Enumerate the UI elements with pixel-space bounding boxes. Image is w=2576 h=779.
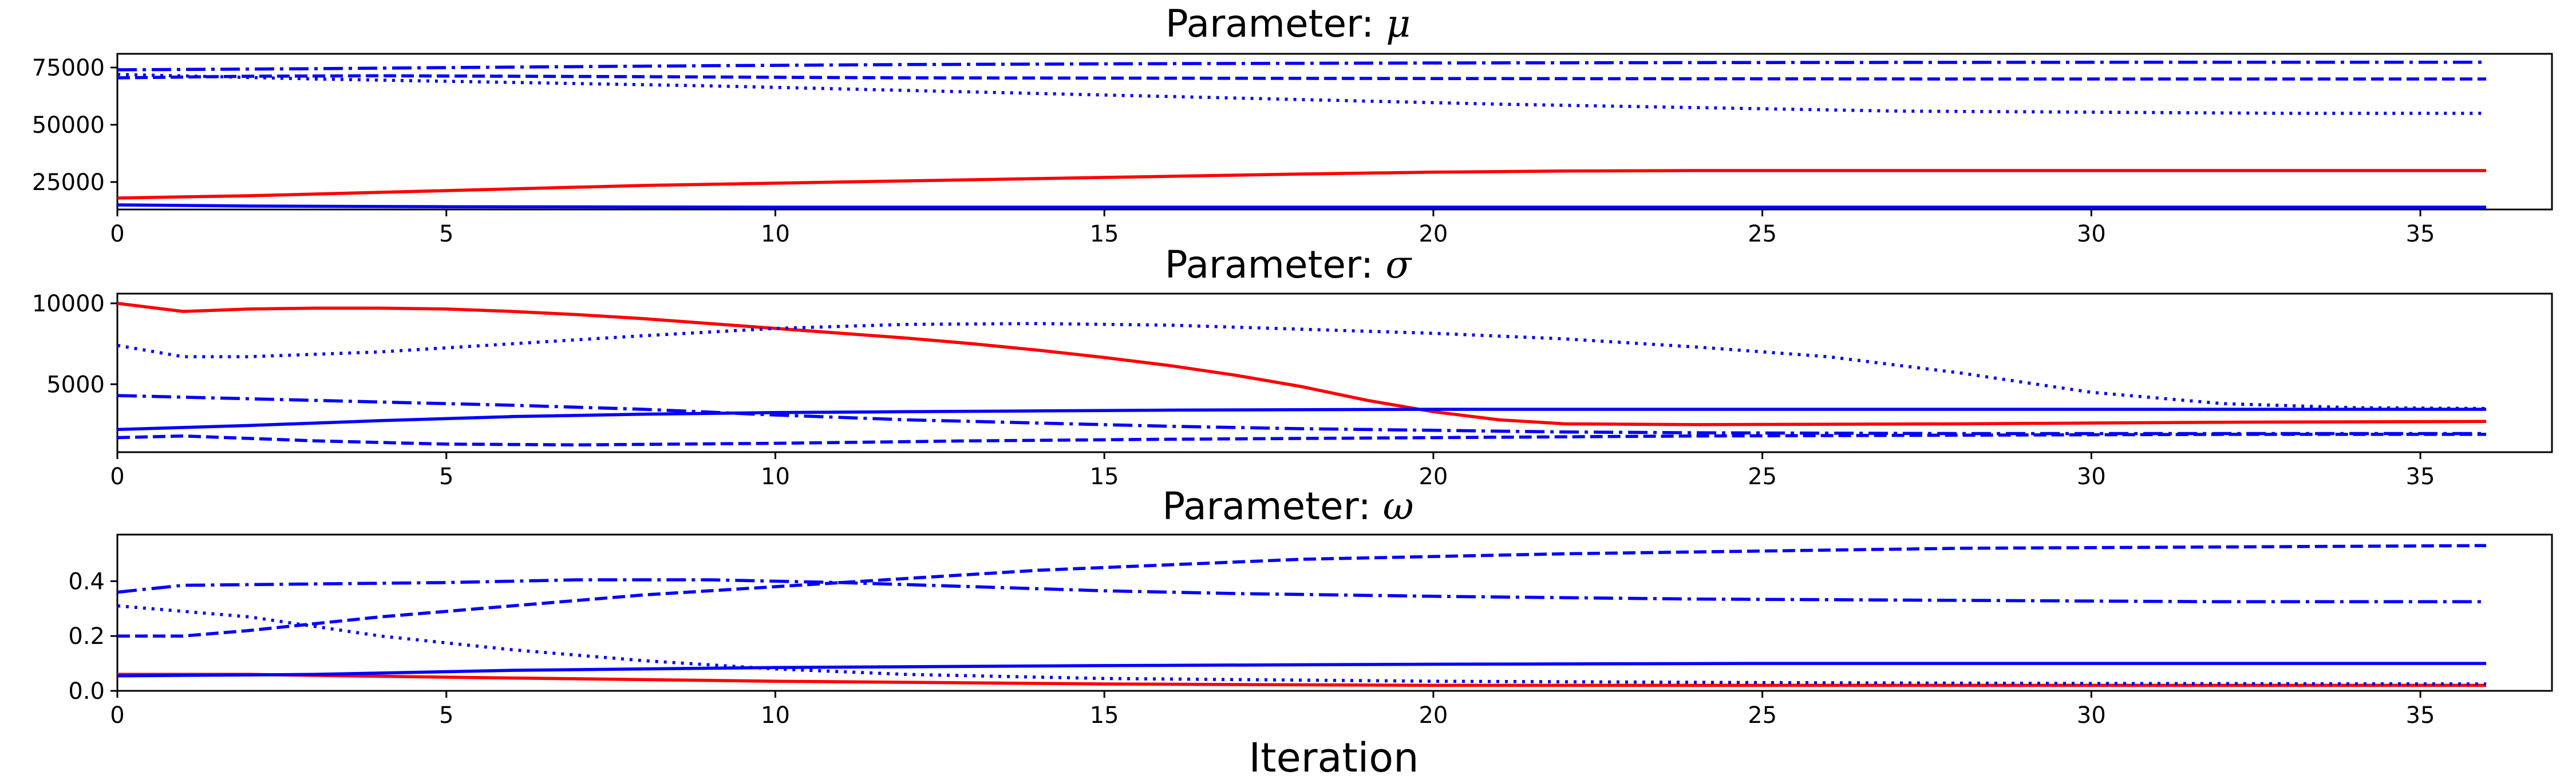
- series-line: [117, 394, 2487, 436]
- panel-omega-series: [117, 544, 2487, 687]
- series-line: [117, 74, 2487, 81]
- y-tick-label: 0.2: [68, 623, 105, 650]
- panel-sigma-series: [117, 302, 2487, 447]
- x-tick-label: 35: [2406, 464, 2435, 490]
- panel-sigma-x-axis: 0 5 10 15 20 25 30 35: [110, 452, 2435, 490]
- x-tick-label: 0: [110, 702, 124, 729]
- x-tick-label: 30: [2077, 464, 2106, 490]
- panel-sigma-title: Parameter: σ: [1165, 243, 1412, 287]
- y-tick-label: 5000: [46, 371, 105, 398]
- series-line: [117, 61, 2487, 72]
- series-line: [117, 322, 2487, 410]
- y-tick-label: 0.0: [68, 678, 105, 705]
- series-line: [117, 433, 2487, 447]
- panel-mu-series: [117, 61, 2487, 209]
- x-tick-label: 0: [110, 464, 124, 490]
- panel-omega-frame: [116, 533, 2553, 692]
- series-line: [117, 203, 2487, 209]
- x-tick-label: 10: [761, 221, 790, 247]
- x-tick-label: 35: [2406, 221, 2435, 247]
- y-tick-label: 50000: [32, 112, 105, 139]
- x-tick-label: 25: [1748, 702, 1777, 729]
- x-tick-label: 10: [761, 464, 790, 490]
- series-line: [117, 604, 2487, 686]
- x-tick-label: 0: [110, 221, 124, 247]
- series-line: [117, 169, 2487, 200]
- series-line: [117, 302, 2487, 426]
- x-tick-label: 20: [1419, 221, 1448, 247]
- panel-sigma: Parameter: σ 0 5 10 15 20 25 30 35 5000 10000: [32, 243, 2553, 490]
- x-tick-label: 5: [439, 464, 453, 490]
- panel-omega-y-axis: 0.0 0.2 0.4: [68, 568, 117, 705]
- x-tick-label: 15: [1090, 702, 1119, 729]
- x-tick-label: 20: [1419, 702, 1448, 729]
- panel-omega-title: Parameter: ω: [1162, 484, 1413, 528]
- panel-mu-frame: [116, 53, 2553, 211]
- panel-mu-y-axis: 25000 50000 75000: [32, 55, 117, 196]
- panel-mu: Parameter: μ 0 5 10 15 20 25 30 35 25000 50000 75…: [32, 2, 2553, 247]
- x-tick-label: 25: [1748, 464, 1777, 490]
- x-tick-label: 35: [2406, 702, 2435, 729]
- y-tick-label: 75000: [32, 55, 105, 81]
- panel-mu-title: Parameter: μ: [1165, 2, 1411, 46]
- x-tick-label: 30: [2077, 702, 2106, 729]
- x-tick-label: 15: [1090, 221, 1119, 247]
- panel-mu-x-axis: 0 5 10 15 20 25 30 35: [110, 209, 2435, 247]
- x-tick-label: 5: [439, 702, 453, 729]
- series-line: [117, 673, 2487, 687]
- x-tick-label: 25: [1748, 221, 1777, 247]
- panel-sigma-y-axis: 5000 10000: [32, 291, 117, 398]
- panel-omega: Parameter: ω 0 5 10 15 20 25 30 35 0.0 0.2 0.4: [68, 484, 2553, 729]
- x-tick-label: 20: [1419, 464, 1448, 490]
- panel-sigma-frame: [116, 292, 2553, 453]
- x-tick-label: 10: [761, 702, 790, 729]
- x-tick-label: 15: [1090, 464, 1119, 490]
- x-axis-label: Iteration: [1249, 734, 1419, 779]
- y-tick-label: 0.4: [68, 568, 105, 595]
- y-tick-label: 25000: [32, 169, 105, 196]
- series-line: [117, 578, 2487, 604]
- series-line: [117, 544, 2487, 638]
- series-line: [117, 408, 2487, 432]
- x-tick-label: 30: [2077, 221, 2106, 247]
- x-tick-label: 5: [439, 221, 453, 247]
- y-tick-label: 10000: [32, 291, 105, 317]
- panel-omega-x-axis: 0 5 10 15 20 25 30 35: [110, 691, 2435, 729]
- series-line: [117, 662, 2487, 678]
